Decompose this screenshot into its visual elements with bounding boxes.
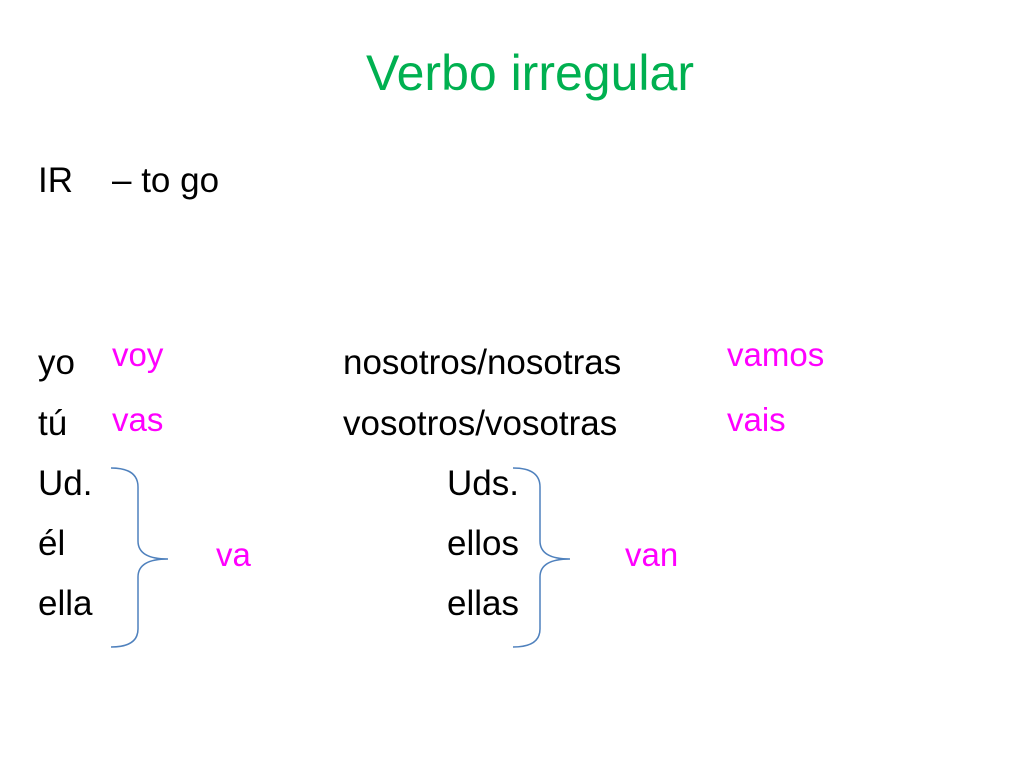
bracket-shape [110, 467, 169, 648]
pronoun-nosotros: nosotros/nosotras [343, 343, 622, 382]
pronoun-ud: Ud. [38, 464, 93, 503]
plural-group-bracket [512, 467, 571, 648]
conjugation-yo: voy [112, 336, 164, 373]
bracket-shape [512, 467, 571, 648]
pronoun-vosotros: vosotros/vosotras [343, 404, 618, 443]
slide-title: Verbo irregular [366, 45, 694, 101]
pronoun-ellos: ellos [447, 524, 519, 563]
conjugation-group-singular: va [216, 536, 251, 573]
pronoun-ella: ella [38, 584, 93, 623]
pronoun-tu: tú [38, 404, 68, 443]
verb-infinitive: IR [38, 161, 73, 200]
conjugation-tu: vas [112, 401, 164, 438]
conjugation-group-plural: van [625, 536, 679, 573]
conjugation-vosotros: vais [727, 401, 786, 438]
conjugation-nosotros: vamos [727, 336, 825, 373]
singular-group-bracket [110, 467, 169, 648]
pronoun-uds: Uds. [447, 464, 519, 503]
verb-meaning: – to go [112, 161, 220, 200]
pronoun-ellas: ellas [447, 584, 519, 623]
pronoun-yo: yo [38, 343, 75, 382]
pronoun-el: él [38, 524, 66, 563]
